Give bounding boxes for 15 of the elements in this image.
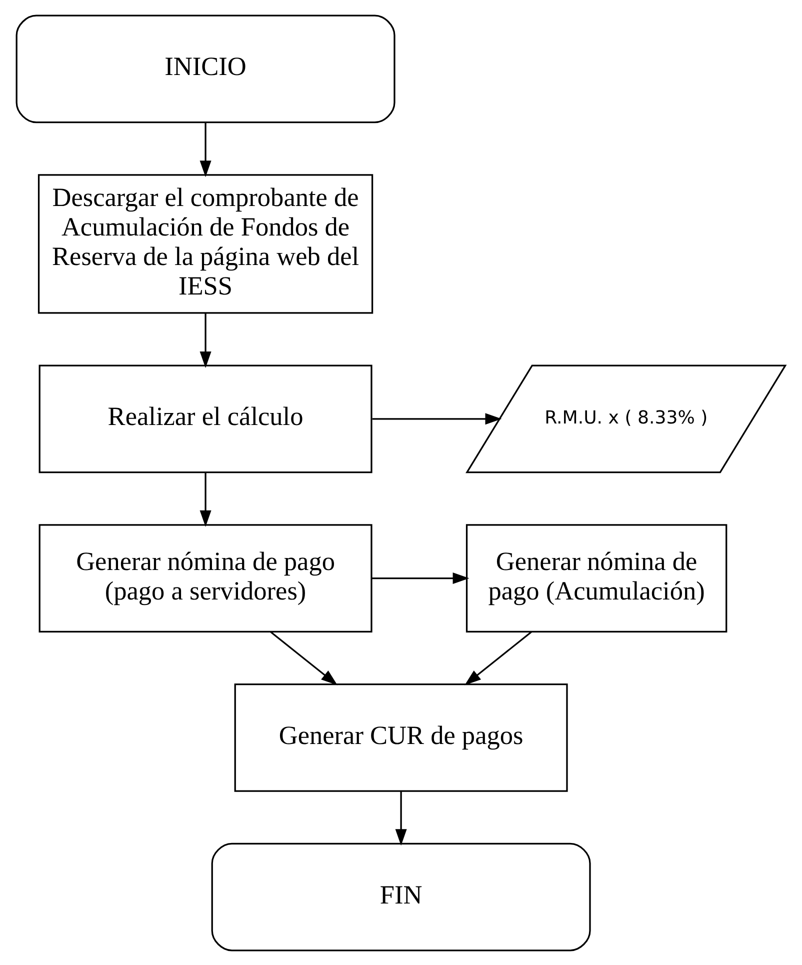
arrow	[200, 312, 212, 368]
arrow	[372, 412, 502, 424]
node-box: INICIO	[16, 14, 396, 123]
node-box: Generar nómina de pago (Acumulación)	[466, 524, 728, 632]
node-box: Generar nómina de pago (pago a servidores)	[38, 524, 372, 632]
arrow	[200, 472, 212, 526]
node-box: Realizar el cálculo	[38, 364, 372, 473]
arrow	[372, 572, 470, 584]
arrow	[464, 630, 532, 685]
node-box: FIN	[211, 842, 591, 951]
arrow	[395, 790, 407, 846]
node-box: Descargar el comprobante de Acumulación de Fondos de Reserva de la página web del IESS	[38, 174, 374, 314]
node-box: Generar CUR de pagos	[234, 682, 568, 792]
arrow	[200, 122, 212, 177]
arrow	[270, 630, 338, 685]
